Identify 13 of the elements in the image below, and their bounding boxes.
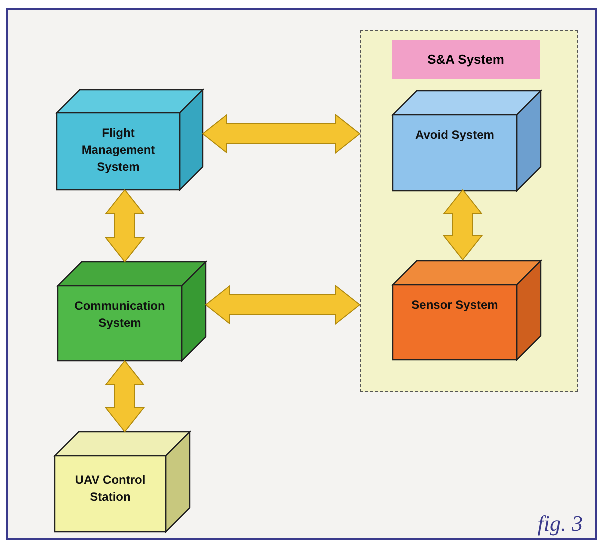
double-arrow — [205, 284, 361, 326]
block-label: Flight Management System — [80, 125, 156, 176]
double-arrow — [104, 189, 146, 263]
block-label: Sensor System — [410, 297, 500, 314]
block-label: UAV Control Station — [74, 472, 147, 506]
figure-number: fig. 3 — [538, 511, 583, 537]
dashed-group-box — [360, 30, 578, 392]
double-arrow — [442, 189, 484, 261]
block-label: Avoid System — [414, 127, 496, 144]
double-arrow — [104, 360, 146, 433]
double-arrow — [202, 114, 361, 154]
block-label: Communication System — [74, 298, 166, 332]
group-heading: S&A System — [392, 40, 540, 79]
